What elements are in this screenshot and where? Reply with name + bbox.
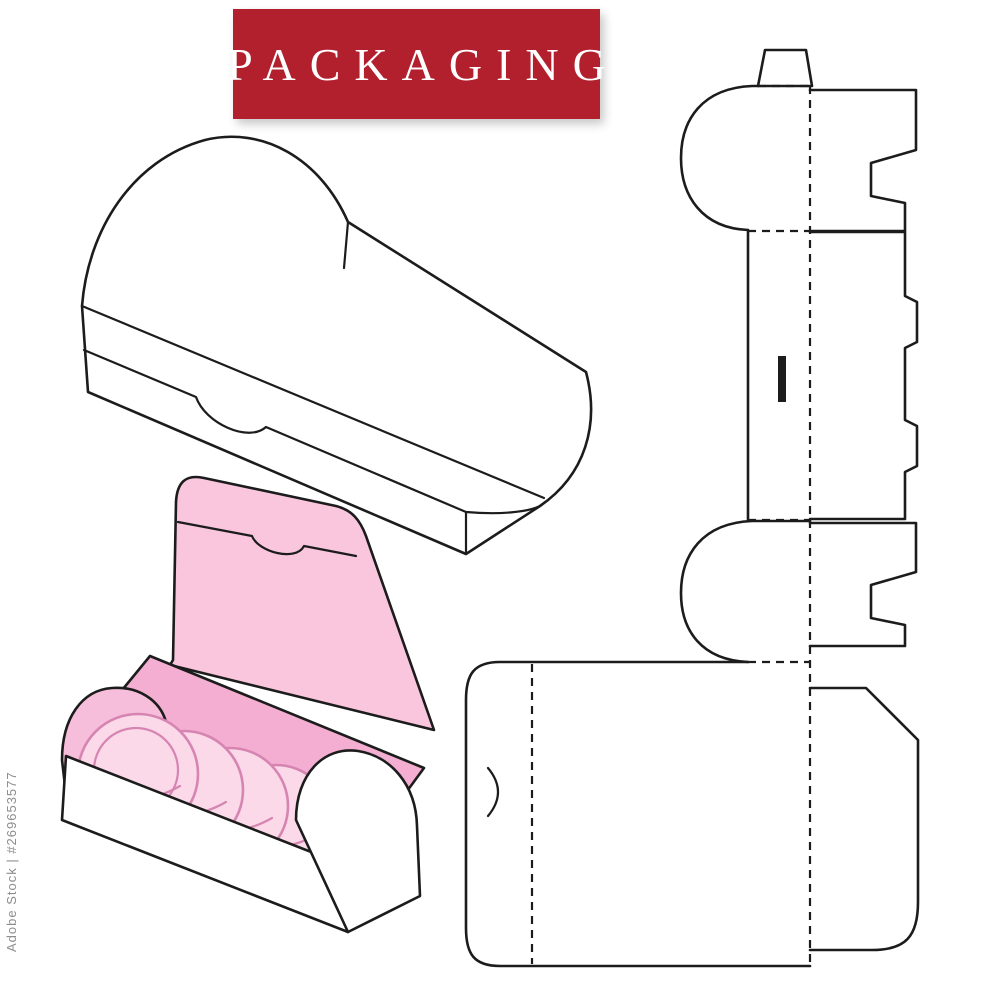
dieline-main-panel bbox=[464, 660, 812, 968]
watermark-text: Adobe Stock | #269653577 bbox=[4, 771, 19, 952]
lid-seam-line-with-thumb-notch bbox=[82, 348, 542, 515]
closed-box-illustration bbox=[80, 135, 593, 556]
dieline-lower-end-cap bbox=[679, 519, 812, 664]
right-end-cap bbox=[294, 749, 422, 934]
title-banner: PACKAGING bbox=[227, 9, 606, 119]
banner-label: PACKAGING bbox=[227, 38, 620, 90]
lid-crease-with-thumb-notch bbox=[176, 520, 358, 558]
lid-front-edge-line bbox=[80, 304, 546, 500]
dieline-top-tuck-panel bbox=[808, 88, 918, 233]
dieline-side-flap bbox=[808, 686, 920, 952]
dieline-template bbox=[464, 48, 920, 968]
end-face-edge bbox=[342, 220, 350, 270]
open-lid-flap bbox=[168, 475, 436, 732]
dieline-lock-panel bbox=[808, 230, 919, 521]
dieline-top-tab bbox=[756, 48, 814, 88]
open-box-illustration bbox=[60, 475, 436, 934]
thumb-notch-arc bbox=[486, 766, 500, 818]
dieline-lower-tuck-panel bbox=[808, 521, 918, 648]
dieline-top-end-cap bbox=[679, 84, 812, 232]
closed-box-silhouette bbox=[80, 135, 593, 556]
